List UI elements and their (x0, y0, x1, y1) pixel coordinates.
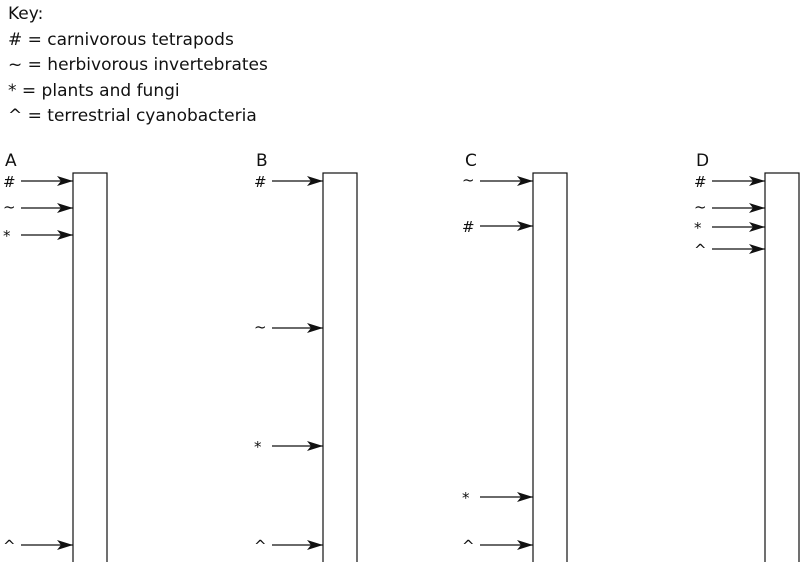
key-legend: Key: # = carnivorous tetrapods ~ = herbi… (8, 2, 268, 130)
stratum-column-box (72, 172, 108, 562)
column-a: A # ~ * ^ (3, 151, 108, 562)
arrow-symbol: ~ (254, 318, 267, 336)
column-label: A (5, 151, 17, 171)
stratum-column-box (532, 172, 568, 562)
arrow-symbol: * (3, 227, 11, 245)
key-entry-herbivorous-invertebrates: ~ = herbivorous invertebrates (8, 55, 268, 75)
arrow-symbol: ~ (694, 198, 707, 216)
arrow-symbol: # (3, 173, 16, 191)
arrow-symbol: ^ (3, 537, 16, 555)
key-entry-carnivorous-tetrapods: # = carnivorous tetrapods (8, 29, 234, 50)
column-b: B # ~ * ^ (254, 151, 358, 562)
arrow-symbol: ~ (3, 198, 16, 216)
key-entry-terrestrial-cyanobacteria: ^ = terrestrial cyanobacteria (8, 106, 257, 126)
arrow-symbol: # (254, 173, 267, 191)
key-title: Key: (8, 4, 44, 24)
stratum-column-box (764, 172, 800, 562)
arrow-symbol: # (694, 173, 707, 191)
arrow-symbol: * (254, 438, 262, 456)
arrow-symbol: # (462, 218, 475, 236)
arrow-symbol: * (462, 489, 470, 507)
arrow-symbol: * (694, 219, 702, 237)
arrow-symbol: ~ (462, 171, 475, 189)
column-label: B (256, 151, 268, 171)
stratum-column-box (322, 172, 358, 562)
key-entry-plants-and-fungi: * = plants and fungi (8, 80, 180, 101)
column-c: C~ # * ^ (462, 151, 568, 562)
arrow-symbol: ^ (254, 537, 267, 555)
arrow-symbol: ^ (462, 537, 475, 555)
column-d: D # ~ * ^ (694, 151, 800, 562)
arrow-symbol: ^ (694, 241, 707, 259)
column-label: D (696, 151, 709, 171)
column-label: C (465, 151, 477, 171)
